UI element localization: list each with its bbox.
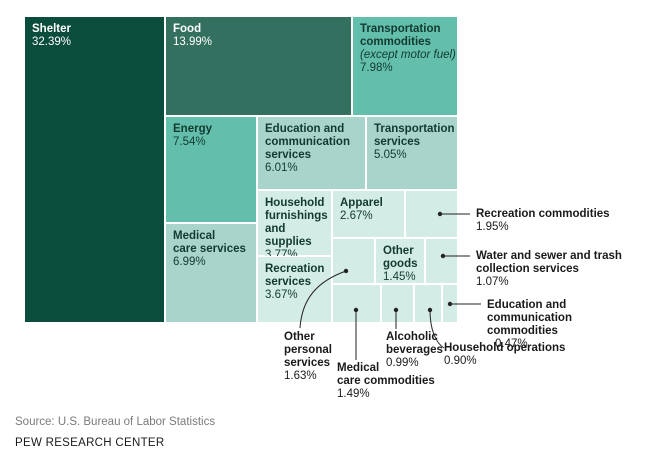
category-name: Transportation commodities [360, 23, 441, 48]
category-name: Education and communication commodities [487, 299, 572, 337]
category-name: Food [173, 23, 202, 35]
category-name: Medical care commodities [337, 362, 435, 387]
category-name: Other goods [383, 245, 418, 270]
category-name: Water and sewer and trash collection ser… [476, 250, 622, 275]
category-name: Energy [173, 123, 212, 135]
category-value: 1.45% [383, 271, 416, 283]
leader-line-other-personal-services [299, 270, 347, 329]
category-name: Transportation services [374, 123, 455, 148]
category-value: 5.05% [374, 149, 407, 161]
leader-dot-water-and-sewer-and-trash-collection-services [440, 253, 446, 259]
leader-dot-education-and-communication-commodities [447, 301, 453, 307]
leader-dot-medical-care-commodities [353, 307, 359, 313]
leader-dot-recreation-commodities [437, 211, 443, 217]
callout-label-water-and-sewer-and-trash-collection-services: Water and sewer and trash collection ser… [476, 250, 622, 289]
tile-transportation-commodities: Transportation commodities(except motor … [352, 16, 458, 116]
category-value: 1.07% [476, 276, 509, 288]
leader-dot-household-operations [427, 307, 433, 313]
category-value: 1.63% [284, 370, 317, 382]
category-name: Recreation commodities [476, 208, 610, 220]
category-value: 32.39% [32, 36, 72, 48]
category-name: Medical care services [173, 230, 246, 255]
category-value: 2.67% [340, 210, 373, 222]
category-name: Household operations [444, 342, 566, 354]
tile-medical-care-commodities [332, 284, 381, 323]
category-value: 6.99% [173, 256, 206, 268]
category-value: 0.99% [386, 357, 419, 369]
category-name: Shelter [32, 23, 71, 35]
category-name: Other personal services [284, 331, 332, 369]
category-value: 6.01% [265, 162, 298, 174]
category-name: Apparel [340, 197, 383, 209]
source-note: Source: U.S. Bureau of Labor Statistics [15, 416, 216, 428]
category-value: 7.98% [360, 62, 393, 74]
tile-label-transportation-commodities: Transportation commodities(except motor … [360, 23, 456, 75]
category-name: Household furnishings and supplies [265, 197, 328, 248]
category-value: 0.47% [495, 338, 528, 350]
category-value: 1.95% [476, 221, 509, 233]
category-name: Education and communication services [265, 123, 350, 161]
category-value: 1.49% [337, 388, 370, 400]
tile-other-personal-services [332, 238, 375, 284]
tile-alcoholic-beverages [381, 284, 414, 323]
category-value: 7.54% [173, 136, 206, 148]
leader-dot-alcoholic-beverages [393, 307, 399, 313]
organization-name: PEW RESEARCH CENTER [15, 437, 165, 449]
category-name: Recreation services [265, 263, 325, 288]
category-note: (except motor fuel) [360, 49, 456, 61]
tile-household-operations [414, 284, 442, 323]
category-name: Alcoholic beverages [386, 331, 443, 356]
leader-line-household-operations [429, 309, 445, 349]
tile-water-and-sewer-and-trash-collection-services [425, 238, 458, 284]
category-value: 0.90% [444, 355, 477, 367]
category-value: 3.67% [265, 289, 298, 301]
leader-dot-other-personal-services [343, 268, 349, 274]
category-value: 13.99% [173, 36, 213, 48]
